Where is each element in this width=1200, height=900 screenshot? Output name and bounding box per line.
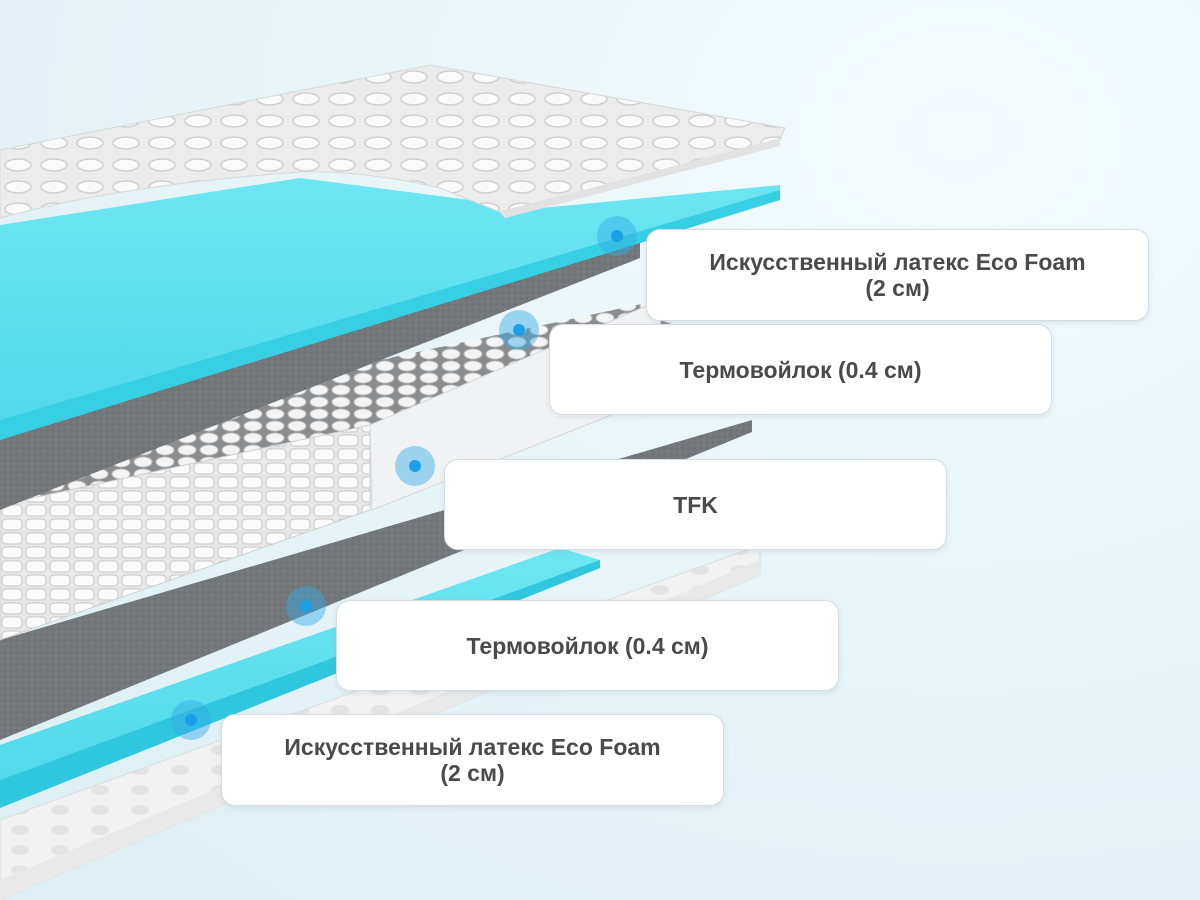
top-latex-edge xyxy=(0,190,780,440)
layer-label-subtext: (2 см) xyxy=(865,275,930,301)
layer-label-top-felt: Термовойлок (0.4 см) xyxy=(549,324,1052,415)
layer-marker-4[interactable] xyxy=(286,586,326,626)
marker-dot xyxy=(611,230,623,242)
layer-label-text: Термовойлок (0.4 см) xyxy=(679,356,922,383)
layer-label-spring-block: TFK xyxy=(444,459,947,550)
layer-marker-3[interactable] xyxy=(395,446,435,486)
layer-label-subtext: (2 см) xyxy=(440,760,505,786)
layer-label-bottom-felt: Термовойлок (0.4 см) xyxy=(336,600,839,691)
spring-block-side xyxy=(0,424,371,641)
layer-label-bottom-latex: Искусственный латекс Eco Foam (2 см) xyxy=(221,714,724,806)
layer-label-top-latex: Искусственный латекс Eco Foam (2 см) xyxy=(646,229,1149,321)
marker-dot xyxy=(300,600,312,612)
layer-marker-2[interactable] xyxy=(499,310,539,350)
layer-label-text: TFK xyxy=(673,491,718,518)
layer-label-text: Искусственный латекс Eco Foam xyxy=(709,249,1086,275)
layer-marker-1[interactable] xyxy=(597,216,637,256)
layer-label-text: Термовойлок (0.4 см) xyxy=(466,632,709,659)
top-felt-layer xyxy=(0,242,640,510)
marker-dot xyxy=(513,324,525,336)
marker-dot xyxy=(409,460,421,472)
layer-label-text: Искусственный латекс Eco Foam xyxy=(284,734,661,760)
layer-marker-5[interactable] xyxy=(171,700,211,740)
marker-dot xyxy=(185,714,197,726)
spring-block-top xyxy=(0,300,680,520)
quilted-top-cover-edge xyxy=(500,138,780,218)
quilted-top-cover xyxy=(0,64,786,219)
